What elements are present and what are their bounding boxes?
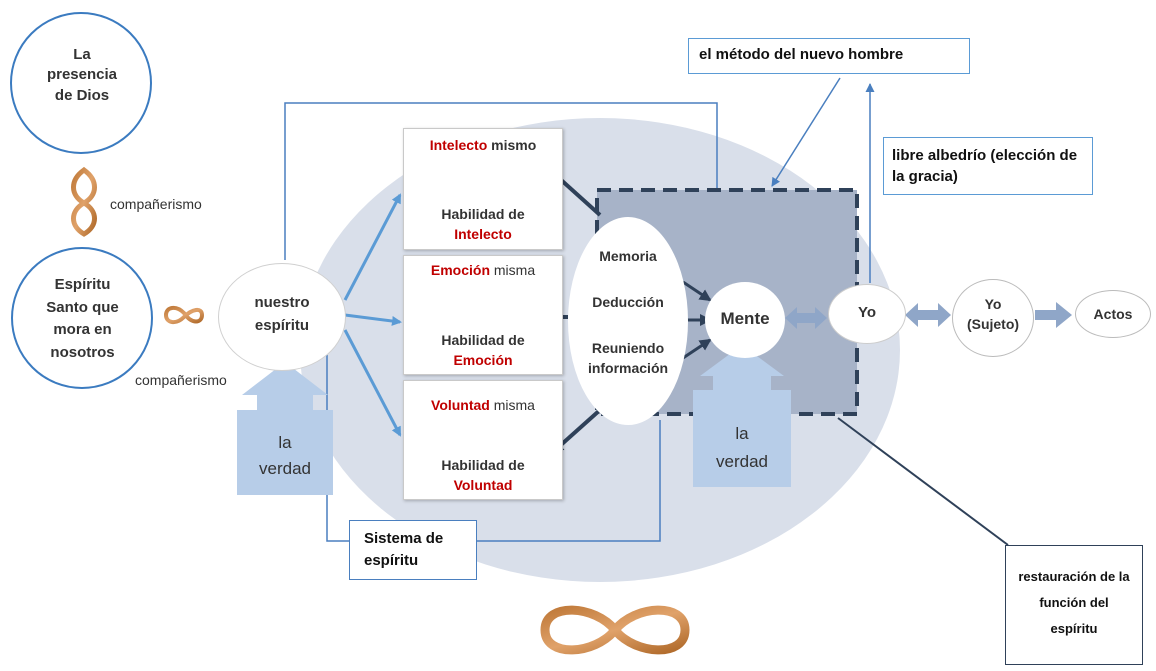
emotion-title: Emoción misma (403, 261, 563, 280)
spirit-system-box: Sistema de espíritu (349, 520, 477, 580)
mind-circle (705, 282, 785, 358)
mente-yo-double-arrow (785, 307, 827, 329)
restoration-label: restauración de la función del espíritu (1018, 569, 1130, 636)
fellowship-rope-icon (71, 166, 97, 237)
intellect-title: Intelecto mismo (403, 136, 563, 155)
new-man-method-label: el método del nuevo hombre (699, 46, 904, 63)
yo-sujeto-double-arrow (905, 303, 951, 327)
truth-right-arrow (693, 345, 791, 487)
emotion-box (403, 255, 563, 375)
arrow-mente-1 (682, 280, 712, 302)
will-ability-red: Voluntad (453, 477, 513, 493)
large-infinity-icon (540, 605, 690, 655)
arrow-to-emotion (344, 313, 402, 326)
intellect-box (403, 128, 563, 250)
fellowship-top-label: compañerismo (110, 196, 202, 212)
truth-left-line2: verdad (259, 459, 311, 478)
arrow-to-will (343, 329, 402, 437)
self-label: Yo (857, 304, 877, 321)
will-ability: Habilidad de (441, 457, 525, 473)
spirit-system-label: Sistema de espíritu (364, 530, 444, 569)
free-will-box: libre albedrío (elección de la gracia) (883, 137, 1093, 195)
intellect-ability: Habilidad de (441, 206, 525, 222)
presence-of-god-label: La presencia de Dios (46, 46, 118, 104)
emotion-ability: Habilidad de (441, 332, 525, 348)
memory-item-3: Reuniendo información (587, 340, 669, 377)
will-rest: misma (489, 397, 535, 413)
method-pointer (771, 77, 841, 187)
free-will-label: libre albedrío (elección de la gracia) (892, 147, 1078, 185)
sujeto-actos-arrow (1035, 302, 1072, 328)
acts-label: Actos (1093, 306, 1133, 322)
memory-item-1: Memoria (599, 248, 657, 264)
new-man-method-box: el método del nuevo hombre (688, 38, 970, 74)
presence-of-god-circle (10, 12, 152, 154)
mind-label: Mente (720, 309, 770, 328)
restoration-box: restauración de la función del espíritu (1005, 545, 1143, 665)
will-box (403, 380, 563, 500)
arrow-to-intellect (343, 193, 402, 301)
emotion-ability-red: Emoción (453, 352, 513, 368)
arrow-mente-3 (682, 338, 712, 360)
truth-right-line2: verdad (716, 452, 768, 471)
subject-label: Yo (Sujeto) (966, 296, 1020, 332)
self-circle (828, 284, 906, 344)
restoration-pointer (837, 417, 1009, 546)
emotion-rest: misma (490, 262, 536, 278)
fellowship-bottom-label: compañerismo (135, 372, 227, 388)
intellect-red: Intelecto (429, 137, 488, 153)
holy-spirit-label: Espíritu Santo que mora en nosotros (46, 276, 119, 361)
memory-item-2: Deducción (592, 294, 664, 310)
memory-ellipse (568, 217, 688, 425)
truth-left-arrow (237, 362, 333, 495)
emotion-red: Emoción (430, 262, 490, 278)
subject-ellipse (952, 279, 1034, 357)
will-red: Voluntad (431, 397, 490, 413)
holy-spirit-circle (11, 247, 153, 389)
intellect-rest: mismo (487, 137, 537, 153)
our-spirit-label: nuestro espíritu (254, 294, 310, 334)
will-title: Voluntad misma (403, 396, 563, 415)
our-spirit-ellipse (218, 263, 346, 371)
truth-left-line1: la (278, 433, 292, 452)
acts-ellipse (1075, 290, 1151, 338)
truth-right-line1: la (735, 424, 749, 443)
intellect-ability-red: Intelecto (454, 226, 512, 242)
fellowship-infinity-icon (163, 306, 205, 324)
spirit-loop-top (284, 102, 718, 260)
